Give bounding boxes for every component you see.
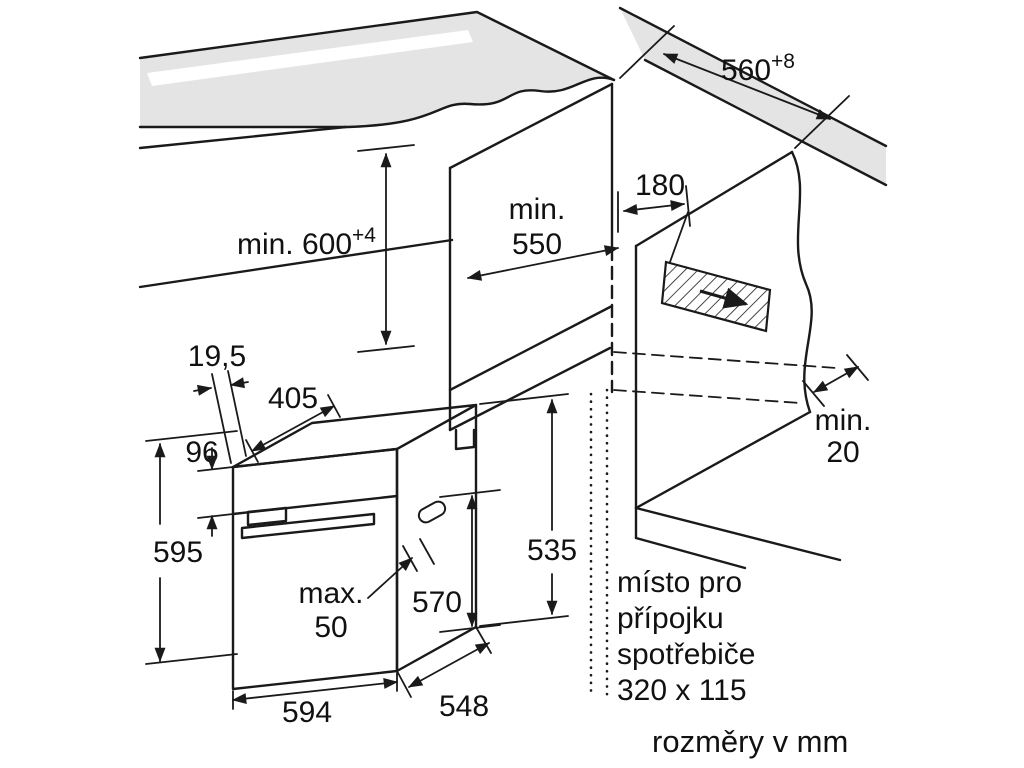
label-535: 535 (527, 534, 577, 567)
hidden-line-lower (613, 389, 801, 404)
countertop-front-edge (138, 125, 348, 150)
oven (231, 403, 478, 691)
dimension-front-overhang: 19,5 (188, 340, 249, 464)
oven-side-grip (417, 500, 447, 524)
connection-note: místo pro přípojku spotřebiče 320 x 115 (617, 566, 755, 707)
oven-display (246, 506, 288, 527)
ext-line (802, 380, 825, 407)
dimension-top-depth: 560+8 (619, 25, 850, 149)
cabinet-torn-edge (790, 150, 813, 414)
connection-note-line-4: 320 x 115 (617, 674, 747, 707)
dimension-arrow-19-5 (193, 384, 213, 396)
dimension-outlet-offset: 180 (617, 169, 691, 263)
dimension-arrow-560 (662, 53, 832, 120)
ext-line (357, 345, 415, 353)
dimension-rear-gap: min. 20 (802, 354, 872, 469)
countertop-highlight (147, 30, 473, 86)
dimension-arrow-20 (812, 366, 860, 393)
leader-line (669, 211, 689, 263)
ext-line (145, 430, 238, 442)
ext-line (357, 144, 415, 152)
oven-right-face (395, 403, 478, 673)
niche-floor-top (448, 304, 614, 392)
ext-line (211, 373, 232, 464)
niche-cutout (448, 82, 614, 451)
dimension-oven-width: 594 (231, 672, 399, 729)
dimension-niche-depth: min. 550 (466, 193, 620, 281)
connection-note-line-3: spotřebiče (617, 638, 755, 671)
cabinet-plinth-bottom (634, 536, 747, 570)
ext-line (402, 545, 418, 572)
hatch-arrow (699, 287, 749, 309)
ext-line (396, 670, 412, 698)
label-594: 594 (282, 696, 332, 729)
dimension-arrow-19-5 (229, 377, 249, 389)
ext-line (479, 393, 569, 405)
dimension-arrow-405 (250, 405, 336, 452)
right-cabinet (613, 6, 888, 570)
dimension-door-clearance: max. 50 (298, 538, 435, 644)
countertop-top-surface (140, 12, 614, 127)
connection-note-line-1: místo pro (617, 566, 742, 599)
label-50-word: max. (298, 577, 363, 610)
niche-top-edge (448, 82, 614, 170)
ext-line (619, 25, 675, 79)
cabinet-underside-line (138, 238, 454, 289)
ext-line (685, 185, 691, 227)
label-570: 570 (412, 586, 462, 619)
cabinet-plinth-top (634, 506, 842, 562)
label-96: 96 (185, 436, 218, 469)
ext-line (197, 513, 234, 519)
leader-line (367, 557, 413, 599)
dimension-niche-height: min. 600+4 (237, 144, 415, 353)
ext-line (794, 95, 850, 149)
countertop-left (138, 10, 616, 289)
connection-note-line-2: přípojku (617, 602, 724, 635)
connection-space-guides (589, 388, 609, 700)
label-560: 560+8 (721, 50, 795, 87)
oven-front-face (231, 447, 399, 691)
cabinet-top-edge (634, 150, 794, 248)
label-600: min. 600+4 (237, 224, 376, 261)
units-note: rozměry v mm (652, 724, 848, 759)
countertop-torn-edge (138, 76, 616, 129)
ext-line (479, 615, 569, 627)
dimension-oven-depth: 548 (396, 626, 492, 723)
label-548: 548 (439, 690, 489, 723)
hidden-line-upper (613, 351, 837, 369)
dimension-oven-height: 595 (145, 430, 238, 665)
label-20-word: min. (815, 404, 872, 437)
ext-line (419, 538, 435, 565)
niche-floor-bottom (448, 346, 612, 432)
dimension-arrow-594 (231, 678, 399, 704)
niche-foot (454, 428, 476, 451)
connection-area-hatch (660, 260, 772, 333)
dimension-arrow-548 (407, 642, 491, 688)
dimension-arrow-180 (622, 200, 686, 215)
countertop-back-edge (138, 10, 616, 82)
oven-door-handle (240, 512, 376, 540)
label-180: 180 (635, 169, 685, 202)
ext-line (145, 653, 238, 665)
ext-line (439, 624, 501, 633)
dimension-inner-height: 570 (412, 489, 501, 633)
rear-panel-top-surface (620, 8, 886, 185)
dimension-panel-height: 96 (185, 436, 234, 537)
label-20: 20 (826, 436, 859, 469)
label-405: 405 (268, 382, 318, 415)
dimension-arrow-550 (466, 245, 620, 281)
dimension-rear-height: 535 (479, 393, 577, 627)
label-50: 50 (314, 611, 347, 644)
label-550: 550 (512, 228, 562, 261)
ext-line (439, 489, 501, 498)
dimension-upper-depth: 405 (245, 382, 341, 463)
label-550-word: min. (509, 193, 566, 226)
label-19-5: 19,5 (188, 340, 246, 373)
label-595: 595 (153, 536, 203, 569)
cabinet-floor-edge (634, 410, 812, 510)
